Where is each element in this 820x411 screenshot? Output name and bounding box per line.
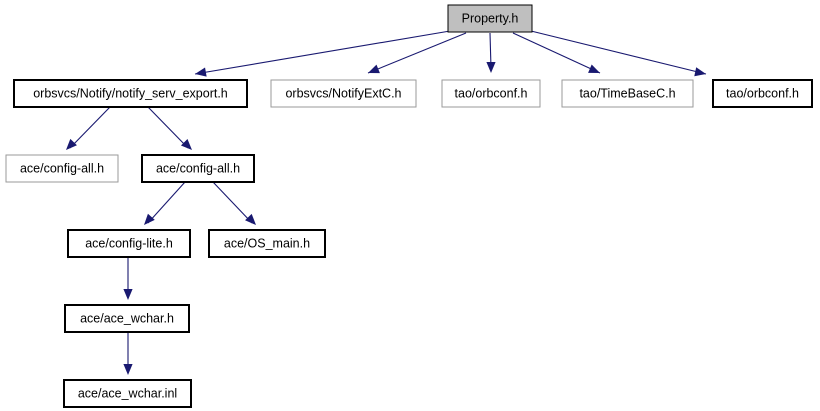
edge-arrowhead — [694, 67, 706, 77]
dependency-edge — [194, 30, 451, 77]
edge-arrowhead — [66, 138, 77, 150]
node-box[interactable] — [63, 379, 192, 408]
node-box[interactable] — [141, 154, 255, 183]
edge-arrowhead — [486, 62, 496, 73]
node-label: ace/ace_wchar.inl — [78, 386, 177, 400]
dependency-edge — [212, 181, 256, 225]
edge-line — [212, 181, 253, 224]
node-box[interactable] — [270, 79, 417, 108]
edge-line — [69, 106, 111, 149]
graph-node-notify_export[interactable]: orbsvcs/Notify/notify_serv_export.h — [13, 79, 248, 108]
node-label: ace/config-all.h — [20, 161, 104, 175]
node-label: tao/TimeBaseC.h — [579, 86, 675, 100]
edges-layer — [66, 30, 707, 375]
graph-node-timebasec[interactable]: tao/TimeBaseC.h — [561, 79, 694, 108]
node-box[interactable] — [447, 4, 533, 33]
graph-node-wchar_h[interactable]: ace/ace_wchar.h — [64, 304, 190, 333]
dependency-edge — [530, 30, 707, 77]
node-box[interactable] — [64, 304, 190, 333]
node-box[interactable] — [561, 79, 694, 108]
dependency-edge — [123, 257, 133, 300]
graph-node-orbconf2[interactable]: tao/orbconf.h — [712, 79, 813, 108]
graph-node-configlite[interactable]: ace/config-lite.h — [67, 229, 191, 258]
graph-node-wchar_inl[interactable]: ace/ace_wchar.inl — [63, 379, 192, 408]
node-label: tao/orbconf.h — [726, 86, 799, 100]
node-box[interactable] — [13, 79, 248, 108]
graph-node-configall_right[interactable]: ace/config-all.h — [141, 154, 255, 183]
node-box[interactable] — [67, 229, 191, 258]
graph-node-osmain[interactable]: ace/OS_main.h — [208, 229, 326, 258]
dependency-edge — [66, 106, 111, 150]
edge-line — [512, 32, 601, 74]
graph-node-orbconf1[interactable]: tao/orbconf.h — [441, 79, 541, 108]
node-label: Property.h — [462, 11, 519, 25]
node-label: ace/ace_wchar.h — [80, 311, 174, 325]
dependency-edge — [144, 181, 186, 225]
edge-line — [147, 181, 186, 224]
edge-arrowhead — [123, 364, 133, 375]
node-label: ace/config-all.h — [156, 161, 240, 175]
node-label: orbsvcs/NotifyExtC.h — [285, 86, 401, 100]
edge-arrowhead — [144, 213, 155, 225]
node-box[interactable] — [5, 154, 119, 183]
node-label: ace/OS_main.h — [224, 236, 310, 250]
node-label: orbsvcs/Notify/notify_serv_export.h — [33, 86, 228, 100]
graph-node-notifyextc[interactable]: orbsvcs/NotifyExtC.h — [270, 79, 417, 108]
graph-node-configall_left[interactable]: ace/config-all.h — [5, 154, 119, 183]
node-label: ace/config-lite.h — [85, 236, 173, 250]
graph-node-property[interactable]: Property.h — [447, 4, 533, 33]
edge-line — [530, 30, 707, 75]
node-box[interactable] — [208, 229, 326, 258]
edge-line — [367, 32, 467, 74]
edge-arrowhead — [180, 138, 192, 150]
edge-line — [147, 106, 189, 149]
dependency-edge — [512, 32, 601, 74]
dependency-edge — [147, 106, 192, 150]
dependency-edge — [367, 32, 467, 74]
node-label: tao/orbconf.h — [455, 86, 528, 100]
node-box[interactable] — [712, 79, 813, 108]
nodes-layer: Property.h orbsvcs/Notify/notify_serv_exp… — [5, 4, 813, 408]
edge-line — [194, 30, 451, 75]
edge-arrowhead — [195, 67, 207, 77]
dependency-edge — [486, 32, 496, 73]
dependency-edge — [123, 332, 133, 375]
edge-arrowhead — [245, 213, 256, 225]
edge-arrowhead — [368, 64, 380, 74]
edge-arrowhead — [123, 289, 133, 300]
edge-arrowhead — [588, 64, 600, 73]
node-box[interactable] — [441, 79, 541, 108]
